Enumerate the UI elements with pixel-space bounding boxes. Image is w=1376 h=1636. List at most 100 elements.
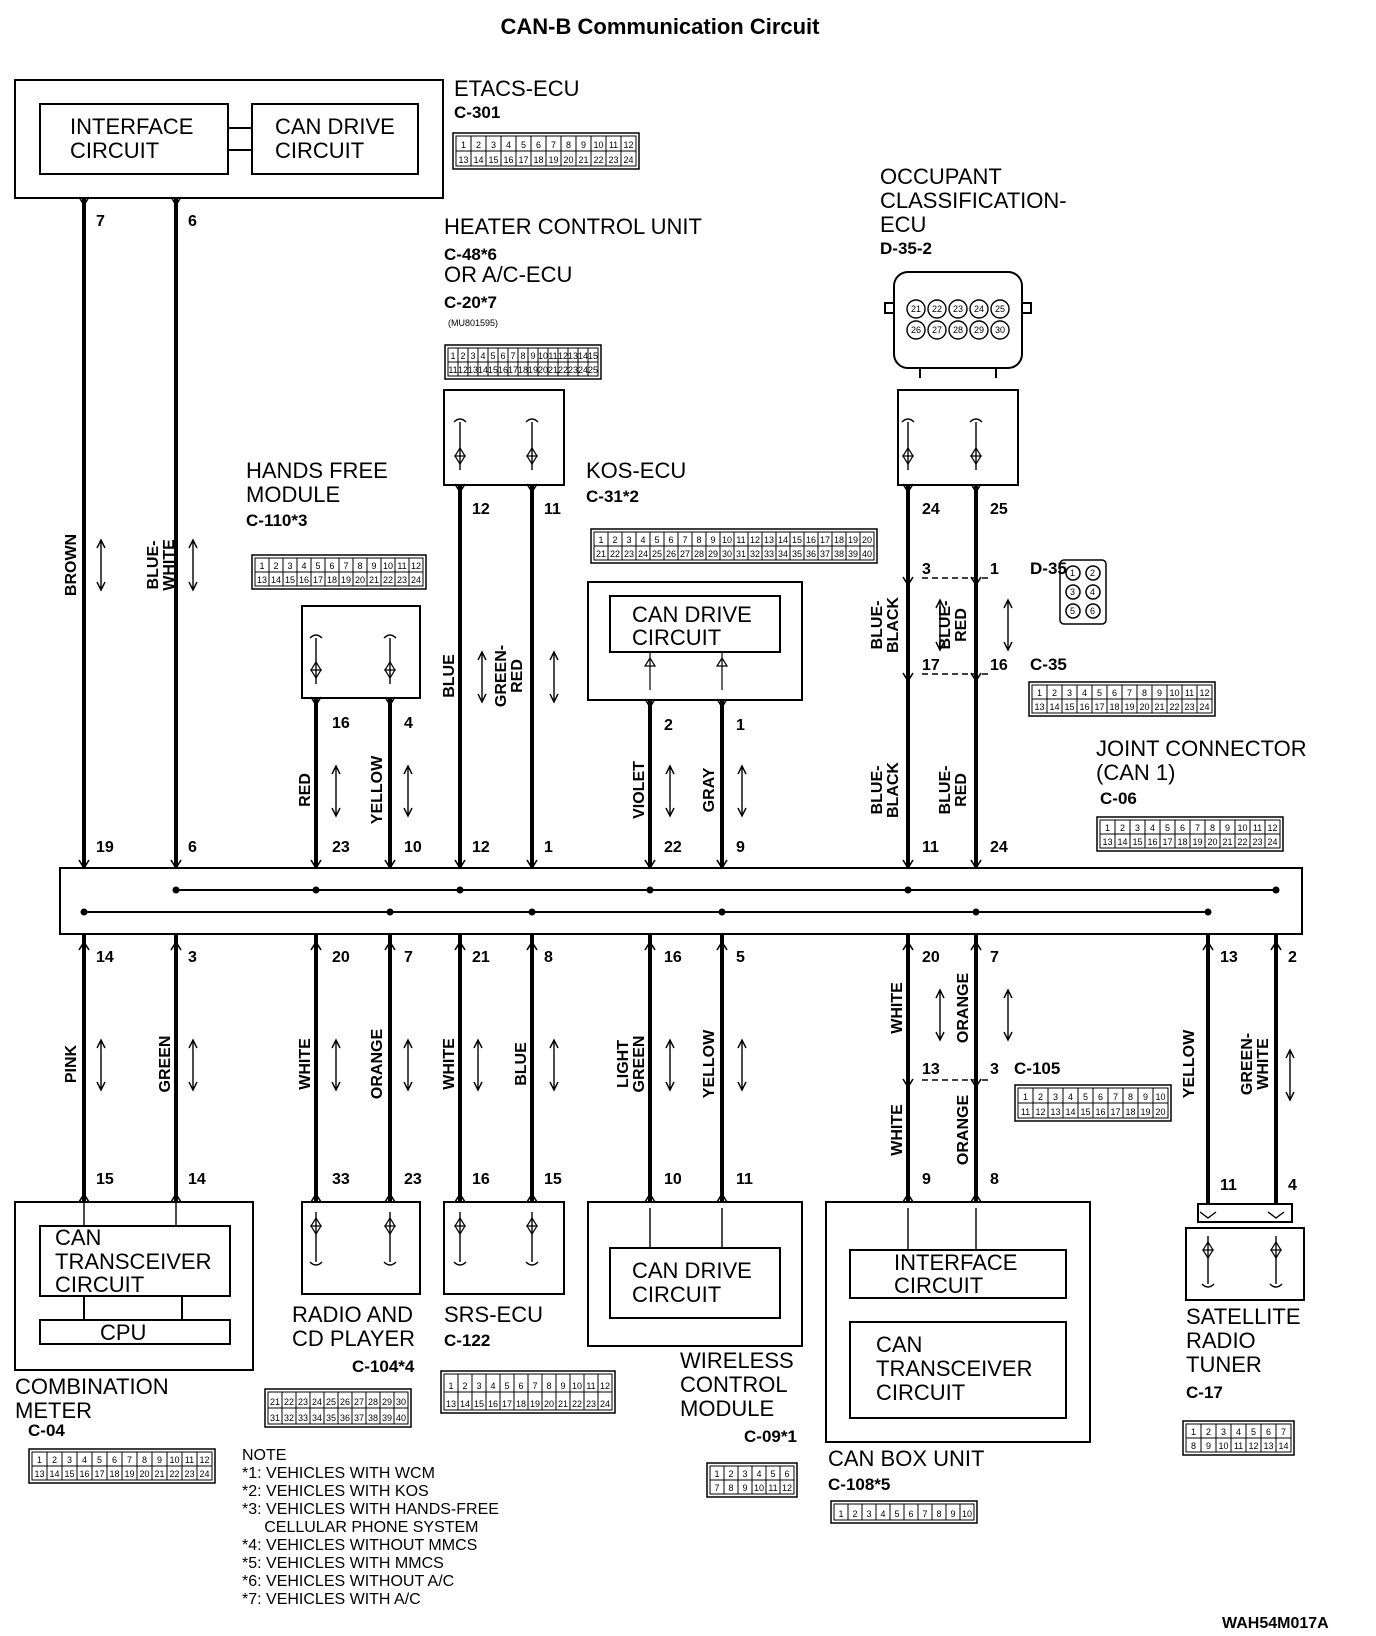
connector-pin: 24	[411, 575, 421, 585]
connector-pin: 24	[1199, 702, 1209, 712]
connector-pin: 11	[548, 351, 557, 361]
terminal-arrow	[384, 1192, 396, 1203]
pin-number: 1	[736, 717, 745, 734]
connector-pin: 9	[742, 1483, 747, 1493]
connector-pin: 18	[1125, 1107, 1135, 1117]
connector-pin: 1	[1037, 688, 1042, 698]
terminal-arrow	[310, 940, 322, 951]
connector-pin: 10	[1169, 688, 1179, 698]
connector-pin: 12	[750, 535, 760, 545]
connector-pin: 5	[770, 1469, 775, 1479]
connector-pin: 6	[112, 1455, 117, 1465]
terminal-arrow	[526, 940, 538, 951]
terminal-arrow	[526, 859, 538, 870]
wire-color-label: BLUE-WHITE	[145, 539, 178, 591]
connector-pin: 34	[778, 549, 788, 559]
connector-pin: 13	[764, 535, 774, 545]
connector-pin: 24	[638, 549, 648, 559]
connector-pin: 7	[1127, 688, 1132, 698]
hands-free-code: C-110*3	[246, 511, 307, 530]
terminal-arrow	[970, 1192, 982, 1203]
connector-pin: 9	[950, 1509, 955, 1519]
connector-pin: 11	[609, 140, 618, 150]
connector-pin: 23	[568, 365, 578, 375]
connector-cell	[587, 361, 599, 377]
connector-cell	[1152, 1102, 1169, 1119]
wireless-module-box	[587, 1201, 803, 1347]
connector-pin: 38	[834, 549, 844, 559]
splice-dot	[1204, 908, 1212, 916]
connector-pin: 2	[462, 1381, 467, 1391]
connector-pin: 9	[710, 535, 715, 545]
connector-pin: 5	[1097, 688, 1102, 698]
terminal-arrow	[170, 1192, 182, 1203]
pin-number: 19	[96, 839, 114, 856]
note-item: *6: VEHICLES WITHOUT A/C	[242, 1573, 454, 1590]
wire-color-text: VIOLET	[631, 761, 648, 819]
connector-pin: 16	[1095, 1107, 1105, 1117]
connector-pin: 39	[848, 549, 858, 559]
pin-number: 10	[664, 1171, 682, 1188]
can-box-unit-name: CAN BOX UNIT	[828, 1446, 984, 1471]
connector-pin: 30	[722, 549, 732, 559]
splice-dot	[972, 908, 980, 916]
connector-pin: 23	[953, 304, 963, 314]
connector-pin: 33	[764, 549, 774, 559]
connector-pin: 9	[530, 351, 535, 361]
wire-harness	[78, 196, 1295, 1288]
connector-pin: 16	[503, 155, 513, 165]
connector-pin: 17	[820, 535, 830, 545]
connector-pin: 20	[544, 1399, 554, 1409]
svg-text:TUNER: TUNER	[1186, 1352, 1262, 1377]
pin-number: 9	[922, 1171, 931, 1188]
connector-pin: 19	[341, 575, 351, 585]
connector-pin: 12	[458, 365, 468, 375]
svg-text:CIRCUIT: CIRCUIT	[275, 138, 364, 163]
wire-color-text: RED	[297, 773, 314, 807]
notes-heading: NOTE	[242, 1447, 286, 1464]
connector-pin: 4	[1082, 688, 1087, 698]
connector-cell	[597, 1391, 613, 1411]
connector-pin: 6	[1098, 1092, 1103, 1102]
wire-color-text: BLUE	[513, 1042, 530, 1086]
connector-pin: 16	[1079, 702, 1089, 712]
connector-pin: 22	[593, 155, 603, 165]
connector-pin: 15	[792, 535, 802, 545]
connector-pin: 22	[572, 1399, 582, 1409]
connector-pin: 18	[1177, 837, 1187, 847]
pin-number: 7	[96, 213, 105, 230]
signal-direction-arrow	[935, 598, 945, 652]
terminal-arrow	[310, 1192, 322, 1203]
connector-pin: 14	[778, 535, 788, 545]
internal-diode-symbol	[901, 446, 915, 466]
connector-pin: 21	[1154, 702, 1164, 712]
connector-pin: 17	[1162, 837, 1172, 847]
connector-pin: 11	[1185, 688, 1194, 698]
connector-pin-circle	[948, 299, 968, 319]
wire-color-label: BROWN	[63, 534, 80, 596]
pin-number: 2	[664, 717, 673, 734]
wire-color-text: RED	[953, 773, 970, 807]
pin-number: 6	[188, 213, 197, 230]
connector-pin: 4	[1236, 1427, 1241, 1437]
terminal-arrow	[644, 859, 656, 870]
internal-lead-cap	[525, 1261, 539, 1266]
wire-color-text: BLACK	[885, 597, 902, 653]
connector-pin: 31	[270, 1413, 280, 1423]
signal-direction-arrow	[477, 650, 487, 704]
connector-pin: 22	[284, 1397, 294, 1407]
connector-pin: 9	[1143, 1092, 1148, 1102]
connector-pin: 10	[1218, 1441, 1228, 1451]
connector-pin: 7	[510, 351, 515, 361]
terminal-arrow	[170, 859, 182, 870]
terminal-arrow	[902, 576, 914, 587]
pin-number: 16	[332, 715, 350, 732]
connector-cell	[1196, 698, 1213, 714]
connector-pin: 5	[97, 1455, 102, 1465]
d35-connector-icon	[1059, 559, 1107, 625]
wire-color-label: GREEN	[157, 1036, 174, 1093]
kos-ecu-name: KOS-ECU	[586, 458, 686, 483]
wire-color-label: BLUE-BLACK	[869, 762, 902, 818]
splice-dot	[1272, 886, 1280, 894]
